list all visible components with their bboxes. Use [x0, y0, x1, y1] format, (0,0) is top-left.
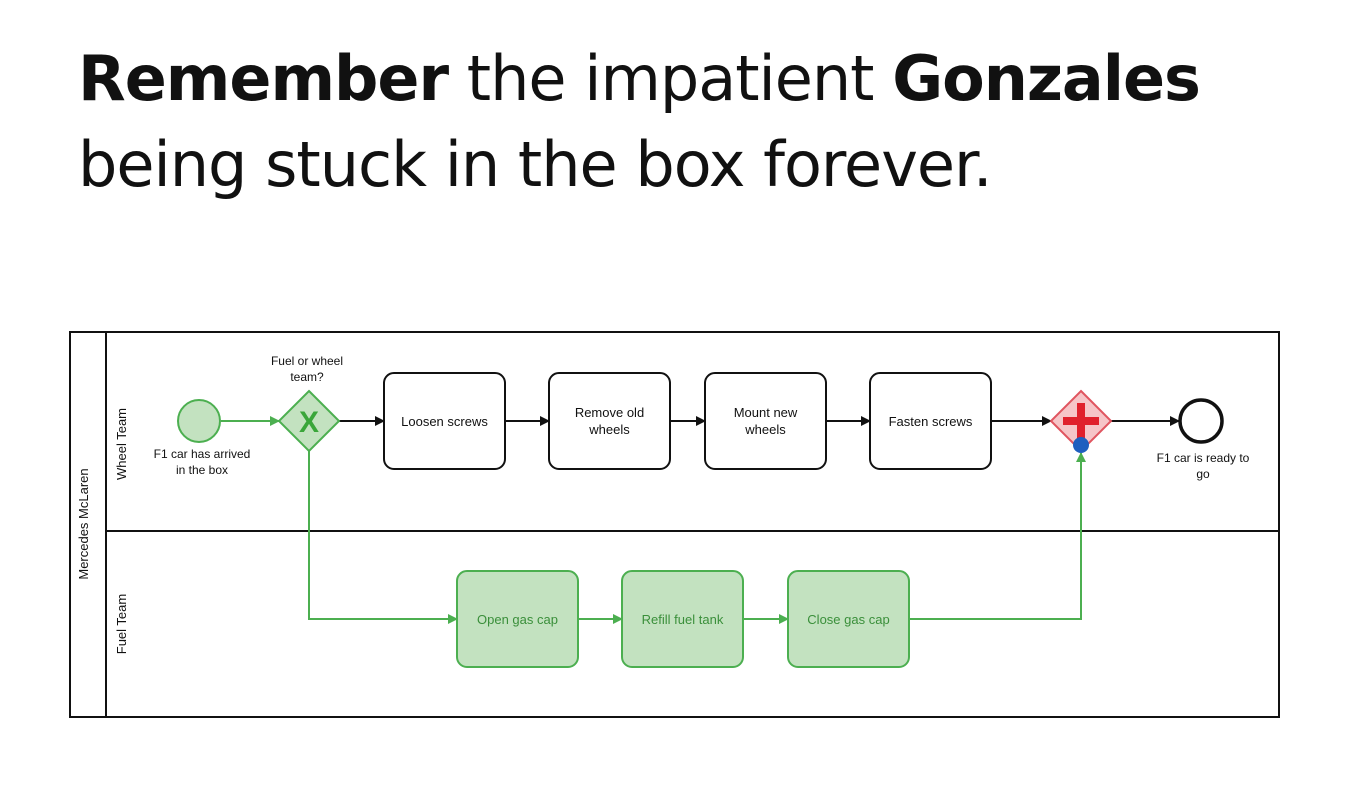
flow-close-gas-to-join [909, 452, 1086, 620]
sequence-flows-fuel [221, 416, 1086, 624]
join-gateway-token-marker [1073, 437, 1089, 453]
slide-heading: Remember the impatient Gonzales being st… [78, 36, 1278, 208]
task-close-gas-cap-label: Close gas cap [807, 612, 889, 627]
task-fasten-screws[interactable]: Fasten screws [869, 372, 992, 470]
task-refill-fuel-tank-box[interactable] [621, 570, 744, 668]
pool: Mercedes McLaren Wheel Team Fuel Team [69, 331, 1280, 718]
task-open-gas-cap-label: Open gas cap [477, 612, 558, 627]
split-gateway-diamond[interactable] [277, 389, 341, 453]
exclusive-gateway-split[interactable]: Fuel or wheel team? X [271, 354, 343, 453]
task-remove-old-wheels-box[interactable] [548, 372, 671, 470]
task-loosen-screws-label: Loosen screws [401, 414, 488, 429]
task-mount-new-wheels-label-line1: Mount new [734, 405, 798, 420]
end-event[interactable]: F1 car is ready to go [1157, 398, 1250, 481]
task-loosen-screws-box[interactable] [383, 372, 506, 470]
task-loosen-screws[interactable]: Loosen screws [383, 372, 506, 470]
task-remove-old-wheels-label-line1: Remove old [575, 405, 644, 420]
task-open-gas-cap-box[interactable] [456, 570, 579, 668]
task-refill-fuel-tank-label: Refill fuel tank [642, 612, 724, 627]
start-event-circle[interactable] [177, 399, 221, 443]
join-gateway-plus-icon-vertical [1077, 403, 1085, 439]
end-event-label-line1: F1 car is ready to [1157, 451, 1250, 465]
heading-line-2: being stuck in the box forever. [78, 128, 993, 201]
parallel-gateway-join[interactable] [1049, 389, 1113, 453]
split-gateway-label-line2: team? [290, 370, 324, 384]
heading-phrase-the-impatient: the impatient [448, 42, 893, 115]
start-event-label-line1: F1 car has arrived [154, 447, 251, 461]
task-mount-new-wheels-label-line2: wheels [744, 422, 786, 437]
pool-label: Mercedes McLaren [76, 468, 91, 579]
pool-border [69, 331, 1280, 718]
task-fasten-screws-label: Fasten screws [889, 414, 973, 429]
split-gateway-label-line1: Fuel or wheel [271, 354, 343, 368]
flow-split-to-open-gas [308, 451, 458, 624]
task-open-gas-cap[interactable]: Open gas cap [456, 570, 579, 668]
task-fasten-screws-box[interactable] [869, 372, 992, 470]
task-mount-new-wheels-box[interactable] [704, 372, 827, 470]
start-event-label-line2: in the box [176, 463, 228, 477]
lane-label-fuel-team: Fuel Team [114, 594, 129, 654]
task-mount-new-wheels[interactable]: Mount new wheels [704, 372, 827, 470]
task-close-gas-cap[interactable]: Close gas cap [787, 570, 910, 668]
task-refill-fuel-tank[interactable]: Refill fuel tank [621, 570, 744, 668]
task-remove-old-wheels[interactable]: Remove old wheels [548, 372, 671, 470]
end-event-label-line2: go [1196, 467, 1210, 481]
split-gateway-x-icon: X [299, 406, 319, 439]
end-event-circle[interactable] [1178, 398, 1224, 444]
heading-word-remember: Remember [78, 42, 449, 115]
task-close-gas-cap-box[interactable] [787, 570, 910, 668]
start-event[interactable]: F1 car has arrived in the box [154, 399, 251, 477]
lane-label-wheel-team: Wheel Team [114, 408, 129, 480]
heading-word-gonzales: Gonzales [892, 42, 1201, 115]
task-remove-old-wheels-label-line2: wheels [588, 422, 630, 437]
